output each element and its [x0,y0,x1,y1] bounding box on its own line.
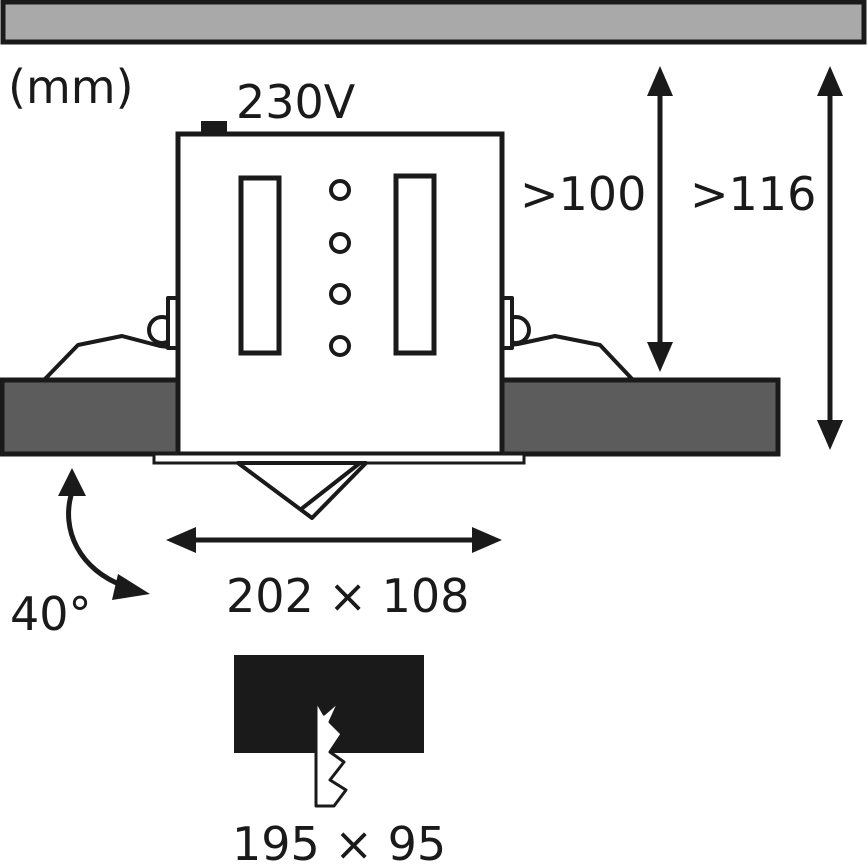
depth-total-arrow [817,66,843,450]
spring-clip-right [500,296,635,382]
depth-total-label: >116 [690,167,816,221]
cutout-saw-cut [314,698,348,808]
vent-holes [329,179,351,357]
tilt-angle-label: 40° [10,587,92,641]
outer-size-label: 202 × 108 [226,569,469,623]
vent-hole [329,335,351,357]
spring-clip-left [42,296,180,382]
ceiling-panel-left [0,377,181,457]
cutout-size-label: 195 × 95 [232,817,446,868]
depth-min-label: >100 [520,167,646,221]
ceiling-panel-right [499,377,781,457]
vent-hole [329,179,351,201]
vent-slot-left [238,175,282,356]
tilt-arrow [58,468,150,600]
vent-hole [329,283,351,305]
depth-min-arrow [647,66,673,372]
width-arrow [166,527,502,553]
power-connector [201,121,227,135]
vent-hole [329,232,351,254]
voltage-label: 230V [236,75,356,129]
ceiling-slab [0,0,867,45]
unit-label: (mm) [8,60,134,114]
vent-slot-right [393,173,437,356]
lamp-head [236,461,368,520]
